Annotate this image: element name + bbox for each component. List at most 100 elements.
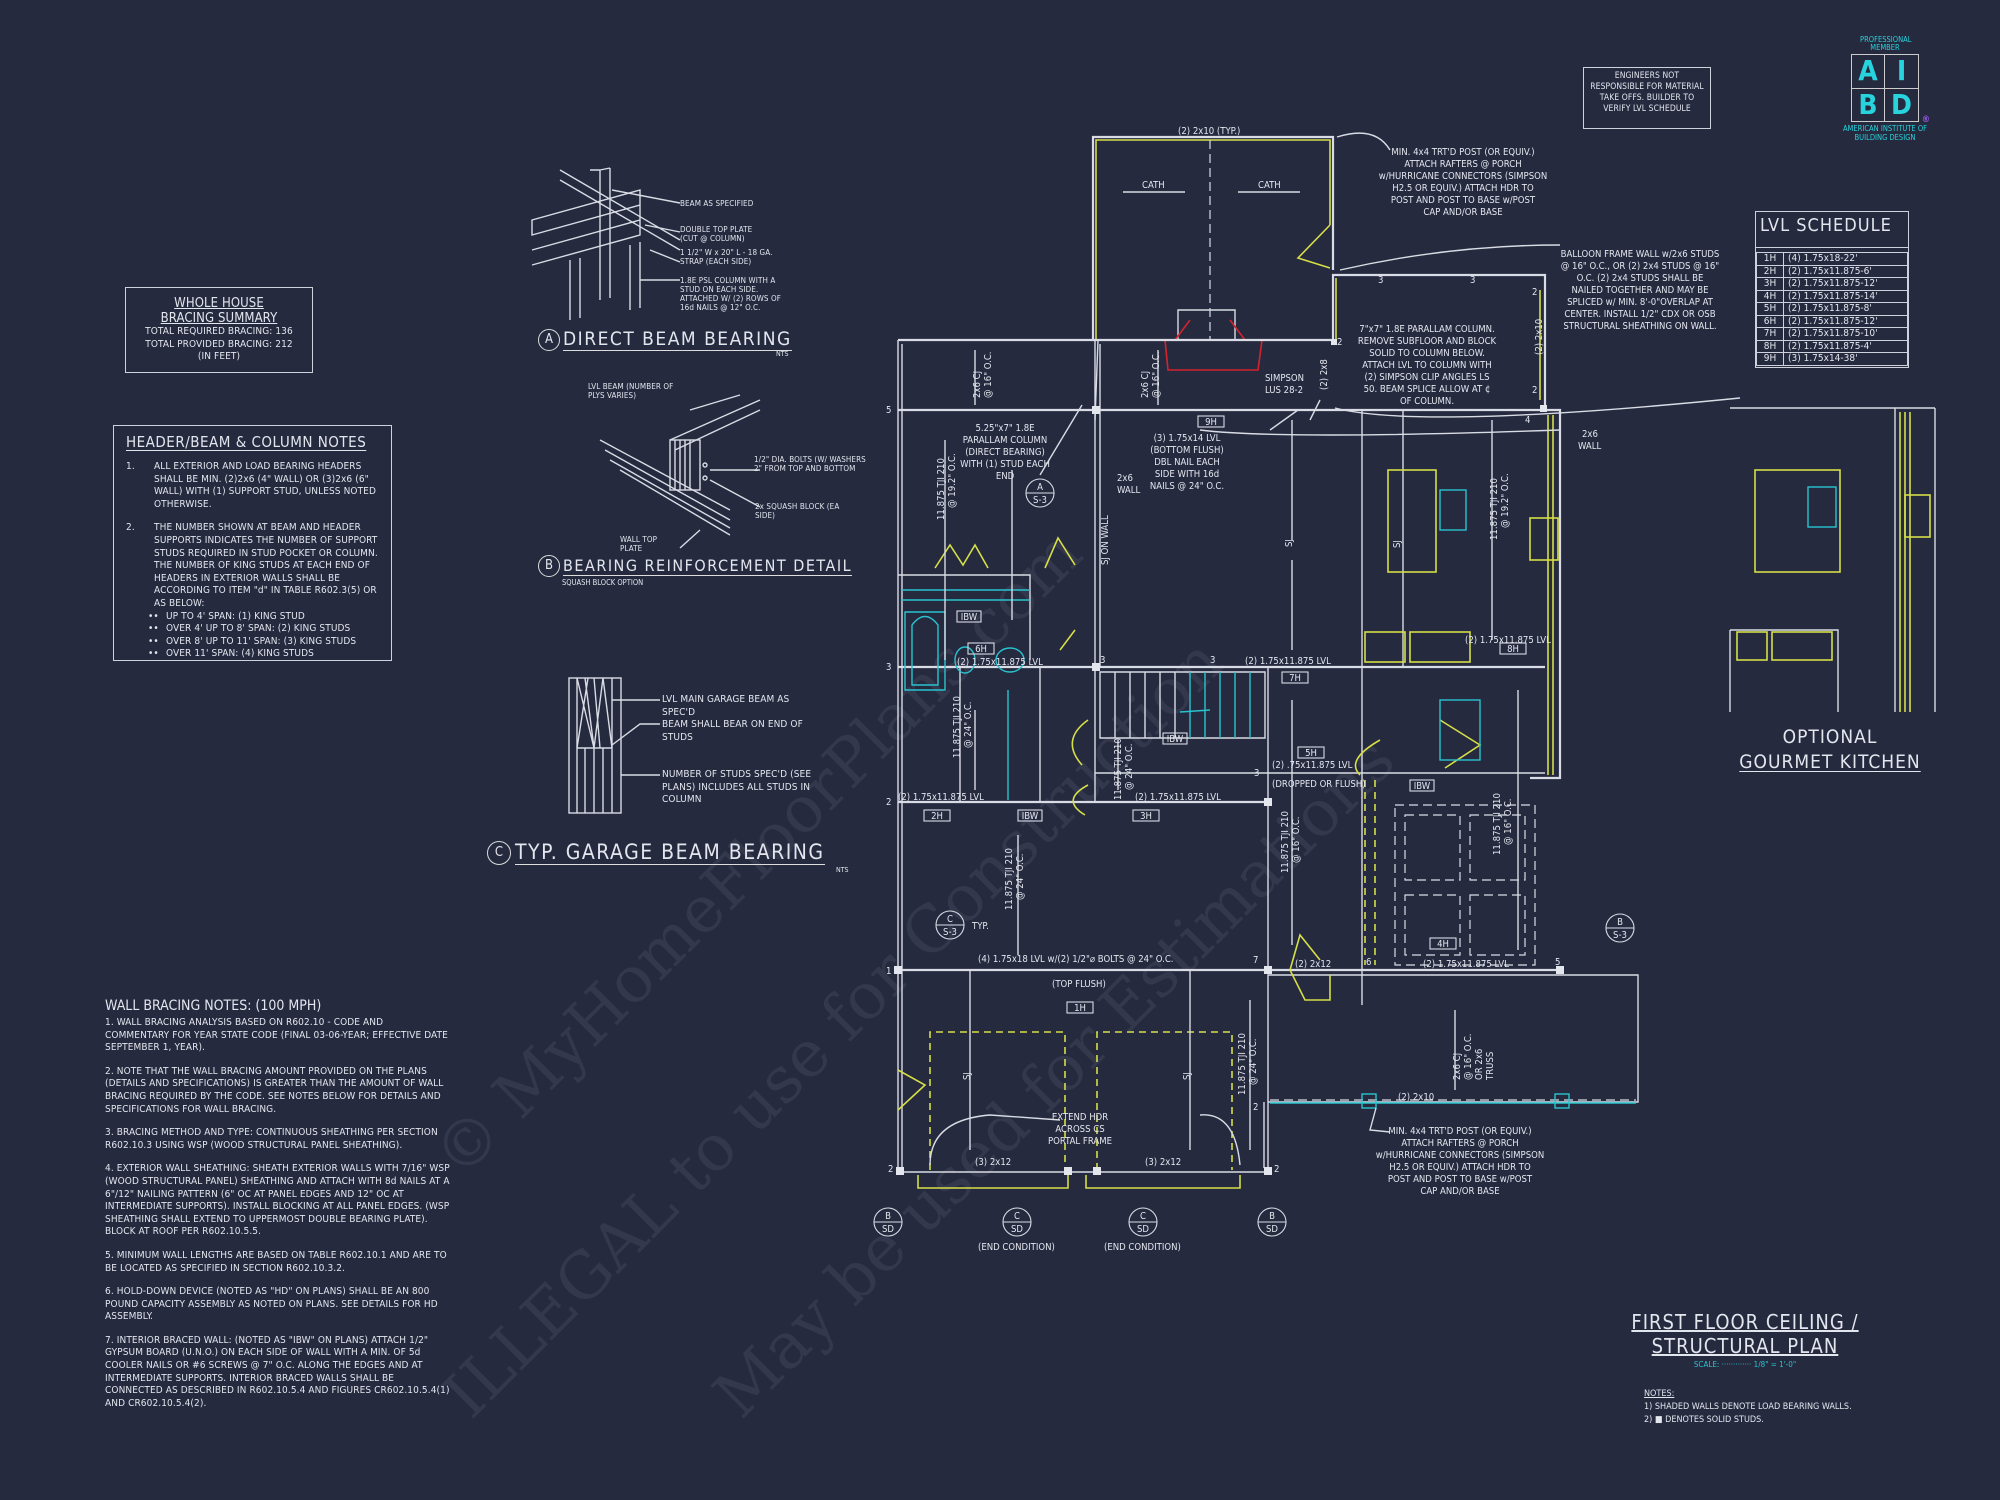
note-line: 7"x7" 1.8E PARALLAM COLUMN. (1359, 324, 1494, 335)
wall-bracing-notes: WALL BRACING NOTES: (100 MPH) 1. WALL BR… (105, 998, 450, 1421)
stud-count: 7 (1253, 955, 1258, 966)
stud-count: 3 (1470, 275, 1475, 286)
wall-bracing-note: 3. BRACING METHOD AND TYPE: CONTINUOUS S… (105, 1127, 438, 1151)
sj-label: SJ (1284, 539, 1295, 547)
end-condition-label: (END CONDITION) (1104, 1242, 1181, 1253)
ibw-tag: IBW (1022, 811, 1039, 822)
tji-label: @ 24" O.C. (1015, 853, 1026, 900)
bullet-item: ••OVER 11' SPAN: (4) KING STUDS (126, 648, 379, 661)
note-number: 1. (126, 461, 135, 472)
detail-a-callout-1: BEAM AS SPECIFIED (680, 199, 754, 208)
note-line: DBL NAIL EACH (1154, 457, 1220, 468)
detail-c-scale: NTS (836, 866, 849, 874)
sj-on-wall-label: SJ ON WALL (1100, 515, 1111, 565)
wall-bracing-note: 7. INTERIOR BRACED WALL: (NOTED AS "IBW"… (105, 1334, 450, 1409)
wall-bracing-note: 6. HOLD-DOWN DEVICE (NOTED AS "HD" ON PL… (105, 1286, 438, 1323)
lvl-schedule-row: 4H(2) 1.75x11.875-14' (1756, 289, 1908, 303)
header-note-2: 2.THE NUMBER SHOWN AT BEAM AND HEADER SU… (126, 522, 379, 610)
beam-tag-3h: 3H (1140, 811, 1152, 822)
note-line: ACROSS CS (1055, 1124, 1104, 1135)
note-number: 2. (126, 522, 135, 534)
header-notes-box: HEADER/BEAM & COLUMN NOTES 1.ALL EXTERIO… (113, 425, 392, 661)
tji-label: 11.875 TJI 210 (1280, 811, 1291, 873)
tji-label: @ 24" O.C. (963, 701, 974, 748)
wall-bracing-note: 5. MINIMUM WALL LENGTHS ARE BASED ON TAB… (105, 1249, 447, 1274)
beam-tag-9h: 9H (1205, 417, 1217, 428)
detail-c-marker: C (487, 840, 511, 865)
bullet-text: UP TO 4' SPAN: (1) KING STUD (166, 610, 305, 622)
header-2x10-right-label: (2) 2x10 (1534, 319, 1545, 355)
total-required-bracing: TOTAL REQUIRED BRACING: 136 (145, 326, 293, 337)
tji-label: @ 24" O.C. (1248, 1038, 1259, 1085)
tji-label: 11.875 TJI 210 (1004, 848, 1015, 910)
beam-tag-1h: 1H (1074, 1003, 1086, 1014)
detail-b-title: B BEARING REINFORCEMENT DETAIL (538, 555, 853, 577)
note-line: CENTER. INSTALL 1/2" CDX OR OSB (1564, 309, 1715, 320)
plan-title-2: STRUCTURAL PLAN (1651, 1334, 1839, 1358)
detail-b-title-text: BEARING REINFORCEMENT DETAIL (563, 556, 853, 576)
tji-label: 11.875 TJI 210 (952, 696, 963, 758)
bullet-text: OVER 11' SPAN: (4) KING STUDS (166, 648, 314, 660)
lvl-spec: (3) 1.75x14-38' (1783, 352, 1908, 366)
wall-bracing-note: 1. WALL BRACING ANALYSIS BASED ON R602.1… (105, 1017, 448, 1054)
detail-c-drawing (568, 677, 660, 814)
note-line: MIN. 4x4 TRT'D POST (OR EQUIV.) (1391, 147, 1534, 158)
note-line: REMOVE SUBFLOOR AND BLOCK (1358, 336, 1497, 347)
sj-label: SJ (1182, 1072, 1193, 1080)
header-2x8-label: (2) 2x8 (1319, 359, 1330, 390)
note-line: ATTACH RAFTERS @ PORCH (1401, 1138, 1518, 1149)
beam-label: (2) 1.75x11.875 LVL (1135, 792, 1221, 803)
optional-kitchen-drawing (1729, 407, 1936, 712)
note-line: @ 16" O.C., OR (2) 2x4 STUDS @ 16" (1561, 261, 1720, 272)
detail-a-drawing (531, 167, 681, 320)
wall-2x6-label: 2x6 (1582, 429, 1598, 440)
plan-notes-label: NOTES: (1644, 1389, 1675, 1399)
stud-count: 3 (1254, 768, 1259, 779)
stud-count: 2 (1532, 287, 1537, 298)
note-line: POST AND POST TO BASE w/POST (1388, 1174, 1533, 1185)
detail-b-callout-1: LVL BEAM (NUMBER OF PLYS VARIES) (588, 382, 674, 400)
section-marker-a-s3: S-3 (1033, 495, 1047, 506)
note-line: NAILED TOGETHER AND MAY BE (1571, 285, 1708, 296)
post-note-bottom: MIN. 4x4 TRT'D POST (OR EQUIV.) ATTACH R… (1376, 1126, 1545, 1197)
porch-cj-label: 2x6 CJ (1452, 1053, 1463, 1080)
ibw-tag: IBW (961, 612, 978, 623)
detail-c-title-text: TYP. GARAGE BEAM BEARING (515, 840, 825, 865)
beam-tag-8h: 8H (1507, 644, 1519, 655)
kitchen-title-2: GOURMET KITCHEN (1739, 751, 1921, 773)
wall-2x6-label: WALL (1117, 485, 1141, 496)
detail-a-marker: A (538, 328, 560, 351)
stud-count: 3 (1378, 275, 1383, 286)
bullet-item: ••UP TO 4' SPAN: (1) KING STUD (126, 611, 379, 624)
detail-b-marker: B (538, 555, 560, 577)
beam-label: (2) 1.75x11.875 LVL (1423, 959, 1509, 970)
detail-b-subtitle: SQUASH BLOCK OPTION (562, 578, 644, 587)
logo-letter: I (1885, 55, 1918, 89)
lvl-schedule-row: 1H(4) 1.75x18-22' (1756, 252, 1908, 266)
note-line: EXTEND HDR (1052, 1112, 1108, 1123)
logo-letter: A (1852, 55, 1885, 89)
total-provided-bracing: TOTAL PROVIDED BRACING: 212 (145, 338, 293, 350)
tji-label: 11.875 TJI 210 (1492, 793, 1503, 855)
detail-a-callout-2: DOUBLE TOP PLATE (CUT @ COLUMN) (680, 225, 753, 243)
stud-count: 2 (1274, 1164, 1279, 1175)
tji-label: 11.875 TJI 210 (1237, 1033, 1248, 1095)
detail-c-callout-1: LVL MAIN GARAGE BEAM AS SPEC'D (662, 694, 790, 718)
tji-label: @ 24" O.C. (1124, 743, 1135, 790)
plan-notes: NOTES: 1) SHADED WALLS DENOTE LOAD BEARI… (1644, 1388, 1852, 1427)
note-line: (3) 1.75x14 LVL (1154, 433, 1221, 444)
tji-label: @ 19.2" O.C. (947, 453, 958, 508)
detail-a-callout-4: 1.8E PSL COLUMN WITH A STUD ON EACH SIDE… (680, 276, 781, 312)
cj-label: @ 16" O.C. (983, 351, 994, 398)
note-line: O.C. (2) 2x4 STUDS SHALL BE (1577, 273, 1704, 284)
beam-tag-5h: 5H (1305, 748, 1317, 759)
note-line: H2.5 OR EQUIV.) ATTACH HDR TO (1392, 183, 1534, 194)
wall-2x6-label: WALL (1578, 441, 1602, 452)
bullet: •• (148, 635, 159, 647)
section-marker-a-s3: A (1037, 482, 1043, 493)
bracing-summary-title-2: BRACING SUMMARY (160, 311, 278, 326)
optional-kitchen-title: OPTIONAL GOURMET KITCHEN (1720, 725, 1940, 775)
note-line: w/HURRICANE CONNECTORS (SIMPSON (1379, 171, 1548, 182)
ibw-tag: IBW (1167, 734, 1184, 745)
